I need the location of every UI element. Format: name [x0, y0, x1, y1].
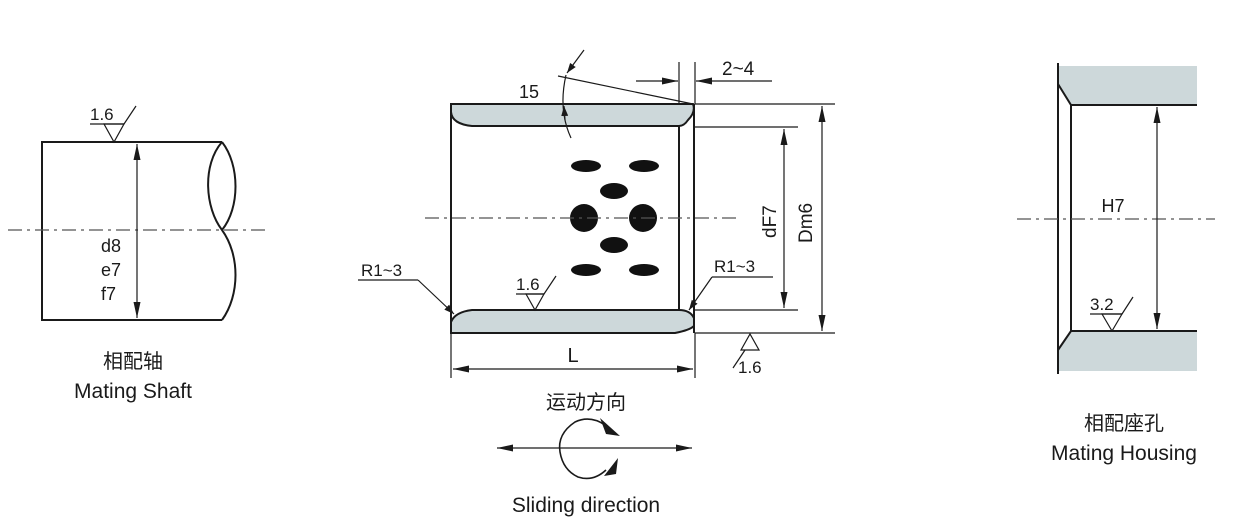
roughness-symbol-icon: [90, 105, 137, 144]
shaft-tolerance-e7: e7: [101, 260, 121, 280]
bushing-top-wall: [450, 103, 695, 127]
roughness-symbol-icon: [732, 332, 761, 369]
housing-caption-cn: 相配座孔: [1084, 411, 1164, 435]
chamfer-dimension-label: 2~4: [722, 59, 755, 80]
motion-caption-en: Sliding direction: [512, 494, 660, 517]
mating-housing: H7 3.2 相配座孔 Mating Housing: [1017, 63, 1215, 465]
roughness-symbol-icon: [516, 275, 557, 312]
shaft-caption-en: Mating Shaft: [74, 380, 192, 403]
chamfer-angle-line: [557, 75, 694, 105]
radius-leader-left-arrow: [417, 279, 455, 315]
housing-top-wall: [1058, 66, 1197, 105]
shaft-roughness-value: 1.6: [90, 105, 114, 124]
rotation-arrowhead-top: [600, 418, 620, 436]
shaft-tolerance-d8: d8: [101, 236, 121, 256]
shaft-caption-cn: 相配轴: [103, 349, 163, 373]
shaft-break-line: [207, 141, 237, 321]
angle-arc-arrow-bottom: [561, 105, 569, 121]
outer-diameter-label: Dm6: [796, 203, 817, 243]
graphite-plug: [629, 264, 659, 276]
motion-caption-cn: 运动方向: [546, 390, 626, 414]
inner-roughness-value: 1.6: [516, 275, 540, 294]
shaft-outline: [41, 141, 222, 321]
inner-diameter-label: dF7: [760, 205, 781, 238]
graphite-plug: [571, 160, 601, 172]
mating-shaft: 1.6 d8 e7 f7 相配轴 Mating Shaft: [8, 105, 265, 403]
radius-label-left: R1~3: [361, 261, 402, 280]
length-label: L: [567, 345, 578, 367]
graphite-plug: [570, 204, 598, 232]
rotation-arrow-icon: [558, 418, 607, 480]
housing-caption-en: Mating Housing: [1051, 442, 1197, 465]
graphite-plug: [571, 264, 601, 276]
angle-arc-arrow-top: [566, 49, 585, 74]
housing-bore-outline: [1057, 83, 1197, 351]
roughness-symbol-icon: [1090, 296, 1134, 333]
housing-bottom-wall: [1058, 331, 1197, 371]
graphite-plug: [600, 183, 628, 199]
housing-roughness-value: 3.2: [1090, 295, 1114, 314]
rotation-arrowhead-bottom: [604, 458, 618, 476]
radius-leader-right-arrow: [688, 276, 713, 311]
chamfer-angle-label: 15: [519, 82, 539, 102]
outer-roughness-value: 1.6: [738, 358, 762, 377]
housing-tolerance-label: H7: [1101, 196, 1124, 216]
graphite-plug: [600, 237, 628, 253]
bushing: 15 2~4 dF7 Dm6 R1~3 R1~3 1.6: [358, 49, 835, 517]
shaft-tolerance-f7: f7: [101, 284, 116, 304]
radius-label-right: R1~3: [714, 257, 755, 276]
lubrication-holes: [570, 160, 659, 276]
graphite-plug: [629, 160, 659, 172]
bushing-bottom-wall: [450, 309, 695, 334]
